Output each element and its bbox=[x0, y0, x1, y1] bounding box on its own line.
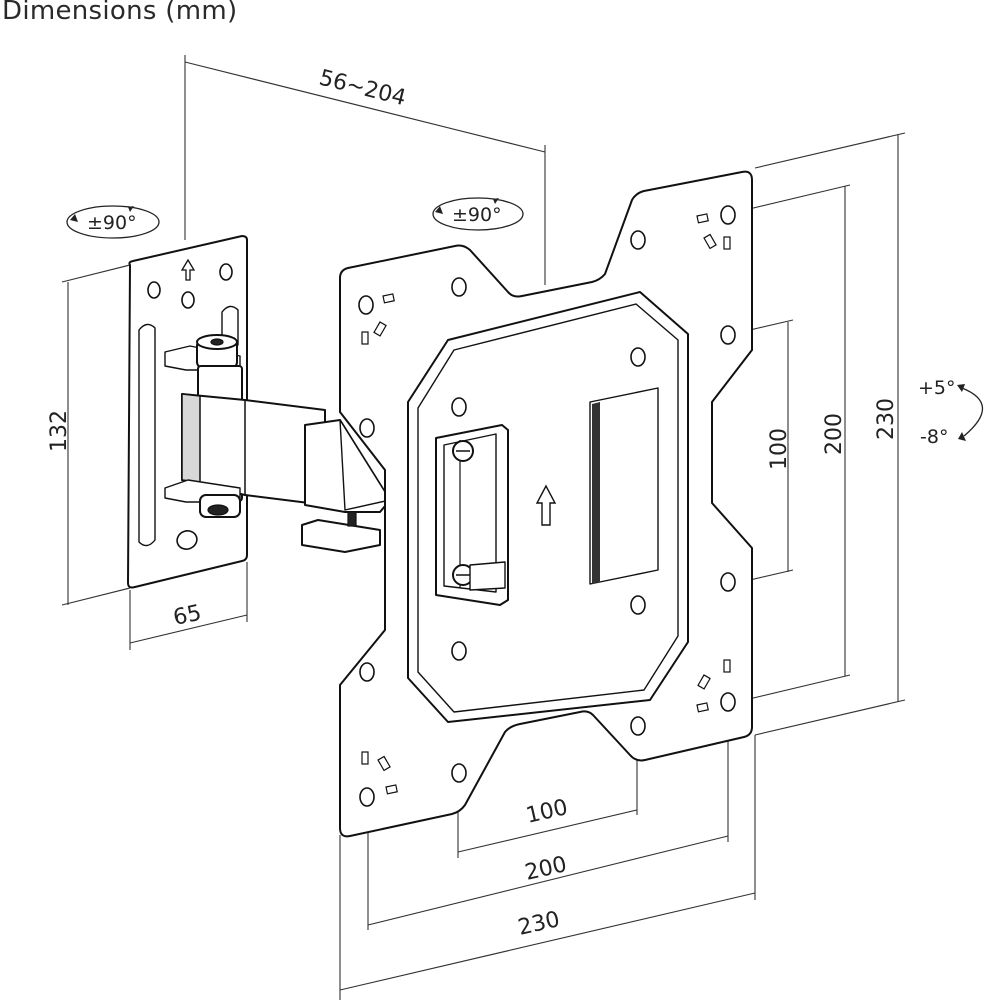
wall-swivel-indicator: ±90° bbox=[66, 205, 160, 239]
label-tv-swivel: ±90° bbox=[452, 204, 502, 226]
label-vesa-mid-horizontal: 200 bbox=[523, 852, 570, 886]
label-wall-plate-height: 132 bbox=[47, 410, 72, 452]
tilt-indicator: +5° -8° bbox=[918, 377, 984, 448]
tv-swivel-indicator: ±90° bbox=[432, 197, 524, 231]
tv-plate bbox=[339, 170, 753, 838]
page-title: Dimensions (mm) bbox=[2, 0, 238, 26]
label-wall-plate-width: 65 bbox=[171, 601, 204, 631]
tilt-arrow-icon bbox=[961, 387, 984, 437]
label-vesa-outer-horizontal: 230 bbox=[516, 907, 563, 941]
up-arrow-icon bbox=[535, 484, 557, 526]
label-vesa-inner-horizontal: 100 bbox=[524, 795, 571, 829]
label-arm-extension: 56~204 bbox=[317, 66, 409, 112]
label-tilt-up: +5° bbox=[918, 377, 956, 399]
swivel-arrow-icon bbox=[66, 205, 160, 239]
label-vesa-outer-vertical: 230 bbox=[874, 398, 899, 440]
label-wall-swivel: ±90° bbox=[87, 212, 137, 234]
label-vesa-inner-vertical: 100 bbox=[767, 428, 792, 470]
dimension-lines bbox=[61, 55, 906, 1000]
label-vesa-mid-vertical: 200 bbox=[822, 413, 847, 455]
up-arrow-icon bbox=[180, 258, 196, 281]
swing-arm bbox=[164, 334, 391, 553]
label-tilt-down: -8° bbox=[920, 426, 948, 448]
swivel-arrow-icon bbox=[432, 197, 524, 231]
